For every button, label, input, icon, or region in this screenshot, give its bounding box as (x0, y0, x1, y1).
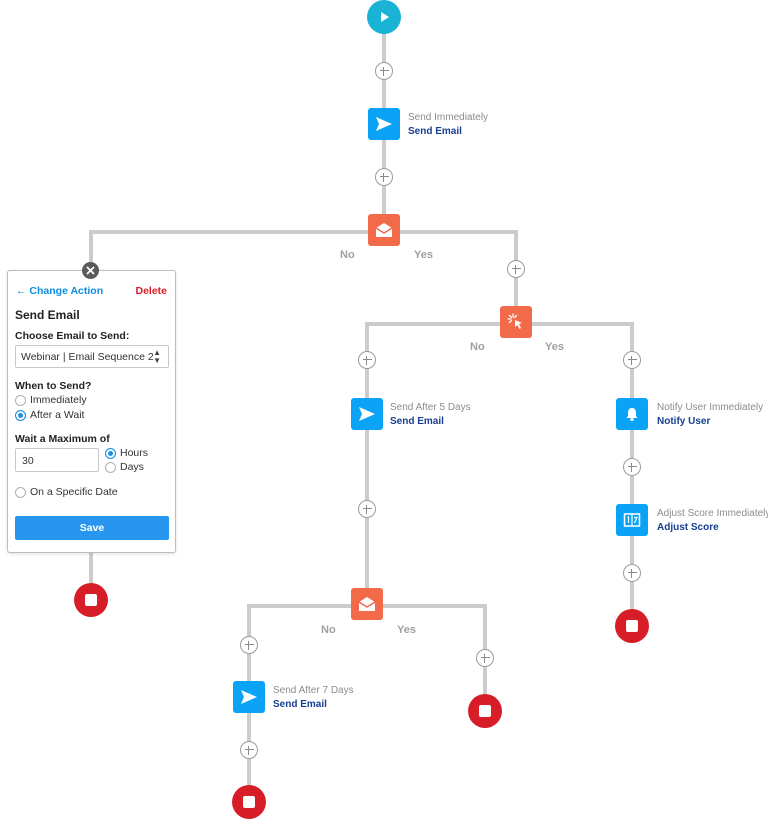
flow-end-node (615, 609, 649, 643)
score-card-icon (623, 513, 641, 527)
play-icon (381, 12, 389, 22)
add-step-button[interactable] (507, 260, 525, 278)
wait-amount-input[interactable]: 30 (15, 448, 99, 472)
radio-button (15, 409, 26, 421)
add-step-button[interactable] (623, 458, 641, 476)
step-timing: Notify User Immediately (657, 402, 764, 413)
flow-end-node (468, 694, 502, 728)
send-email-label: Send After 7 Days Send Email (273, 684, 354, 712)
stop-icon (85, 594, 97, 606)
radio-immediately[interactable]: Immediately (15, 394, 87, 406)
arrow-left-icon: ← (16, 285, 27, 297)
stop-icon (479, 705, 491, 717)
send-email-node[interactable] (233, 681, 265, 713)
stop-icon (243, 796, 255, 808)
step-timing: Send After 7 Days (273, 685, 354, 696)
step-action-link[interactable]: Send Email (408, 126, 462, 137)
add-step-button[interactable] (358, 351, 376, 369)
flow-start-node[interactable] (367, 0, 401, 34)
branch-no-label: No (321, 624, 336, 636)
radio-button (105, 461, 116, 473)
branch-yes-label: Yes (397, 624, 416, 636)
add-step-button[interactable] (358, 500, 376, 518)
step-action-link[interactable]: Adjust Score (657, 522, 719, 533)
send-email-node[interactable] (351, 398, 383, 430)
close-panel-button[interactable] (82, 262, 99, 279)
add-step-button[interactable] (476, 649, 494, 667)
envelope-open-icon (375, 223, 393, 237)
edit-action-panel: ← Change Action Delete Send Email Choose… (7, 270, 176, 553)
step-timing: Send Immediately (408, 112, 489, 123)
wait-maximum-label: Wait a Maximum of (15, 433, 110, 445)
adjust-score-node[interactable] (616, 504, 648, 536)
link-clicked-condition-node[interactable] (500, 306, 532, 338)
close-icon (86, 266, 95, 275)
branch-no-label: No (470, 341, 485, 353)
send-email-label: Send After 5 Days Send Email (390, 401, 471, 429)
add-step-button[interactable] (240, 741, 258, 759)
email-opened-condition-node[interactable] (351, 588, 383, 620)
email-opened-condition-node[interactable] (368, 214, 400, 246)
delete-link[interactable]: Delete (135, 285, 167, 297)
notify-user-node[interactable] (616, 398, 648, 430)
email-select[interactable]: Webinar | Email Sequence 2 ▲▼ (15, 345, 169, 368)
flow-end-node (232, 785, 266, 819)
adjust-score-label: Adjust Score Immediately Adjust Score (657, 507, 768, 535)
notify-user-label: Notify User Immediately Notify User (657, 401, 763, 429)
radio-button (15, 394, 26, 406)
add-step-button[interactable] (240, 636, 258, 654)
envelope-open-icon (358, 597, 376, 611)
email-select-value: Webinar | Email Sequence 2 (21, 351, 154, 363)
radio-hours[interactable]: Hours (105, 447, 148, 459)
flow-end-node (74, 583, 108, 617)
add-step-button[interactable] (375, 168, 393, 186)
radio-days[interactable]: Days (105, 461, 144, 473)
send-icon (359, 407, 375, 421)
when-to-send-label: When to Send? (15, 380, 92, 392)
select-arrows-icon: ▲▼ (153, 348, 161, 365)
add-step-button[interactable] (623, 351, 641, 369)
send-email-node[interactable] (368, 108, 400, 140)
step-timing: Adjust Score Immediately (657, 508, 768, 519)
change-action-link[interactable]: ← Change Action (16, 285, 104, 297)
step-timing: Send After 5 Days (390, 402, 471, 413)
step-action-link[interactable]: Notify User (657, 416, 711, 427)
radio-specific-date[interactable]: On a Specific Date (15, 486, 118, 498)
step-action-link[interactable]: Send Email (390, 416, 444, 427)
send-icon (241, 690, 257, 704)
send-email-label: Send Immediately Send Email (408, 111, 488, 139)
branch-yes-label: Yes (545, 341, 564, 353)
step-action-link[interactable]: Send Email (273, 699, 327, 710)
save-button[interactable]: Save (15, 516, 169, 540)
radio-after-a-wait[interactable]: After a Wait (15, 409, 84, 421)
add-step-button[interactable] (375, 62, 393, 80)
panel-title: Send Email (15, 308, 80, 322)
cursor-click-icon (507, 313, 522, 329)
branch-no-label: No (340, 249, 355, 261)
stop-icon (626, 620, 638, 632)
choose-email-label: Choose Email to Send: (15, 330, 130, 342)
add-step-button[interactable] (623, 564, 641, 582)
bell-icon (626, 408, 638, 422)
send-icon (376, 117, 392, 131)
branch-yes-label: Yes (414, 249, 433, 261)
radio-button (15, 486, 26, 498)
radio-button (105, 447, 116, 459)
